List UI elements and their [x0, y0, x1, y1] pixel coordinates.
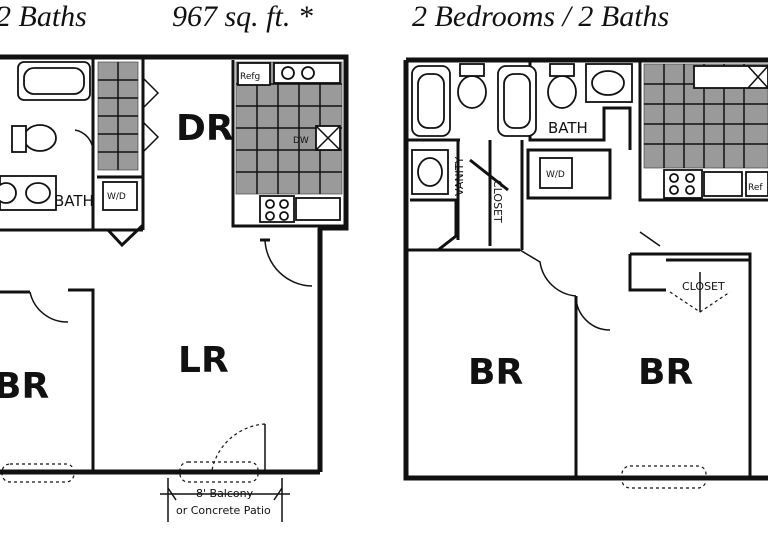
- right-bedroom-2-label: BR: [638, 352, 693, 393]
- right-closet-label: CLOSET: [682, 280, 725, 293]
- left-linen-cabinet: [97, 61, 139, 171]
- left-living-room-label: LR: [178, 340, 229, 381]
- right-bath-label: BATH: [548, 119, 588, 137]
- right-fridge-label: Ref: [748, 183, 763, 193]
- right-bedroom-1-label: BR: [468, 352, 523, 393]
- left-fridge-label: Refg: [240, 72, 260, 82]
- right-heading: 2 Bedrooms / 2 Baths: [412, 0, 669, 33]
- left-heading-baths: 2 Baths: [0, 0, 87, 33]
- left-wd-label: W/D: [107, 192, 126, 202]
- left-dishwasher-label: DW: [293, 136, 309, 146]
- area-heading: 967 sq. ft. *: [172, 0, 313, 33]
- right-floor-plan: [403, 57, 768, 489]
- balcony-label-line2: or Concrete Patio: [176, 504, 271, 517]
- right-kitchen-floor: [643, 63, 768, 199]
- left-kitchen-floor: [235, 61, 343, 223]
- right-wd-label: W/D: [546, 170, 565, 180]
- left-bedroom-label: BR: [0, 366, 49, 407]
- balcony-label-line1: 8' Balcony: [196, 487, 254, 500]
- right-vanity-label: VANITY: [453, 156, 466, 196]
- left-floor-plan: [0, 54, 349, 522]
- left-dining-room-label: DR: [176, 108, 234, 149]
- right-closet-vertical-label: CLOSET: [491, 180, 504, 223]
- left-bath-label: BATH: [54, 192, 94, 210]
